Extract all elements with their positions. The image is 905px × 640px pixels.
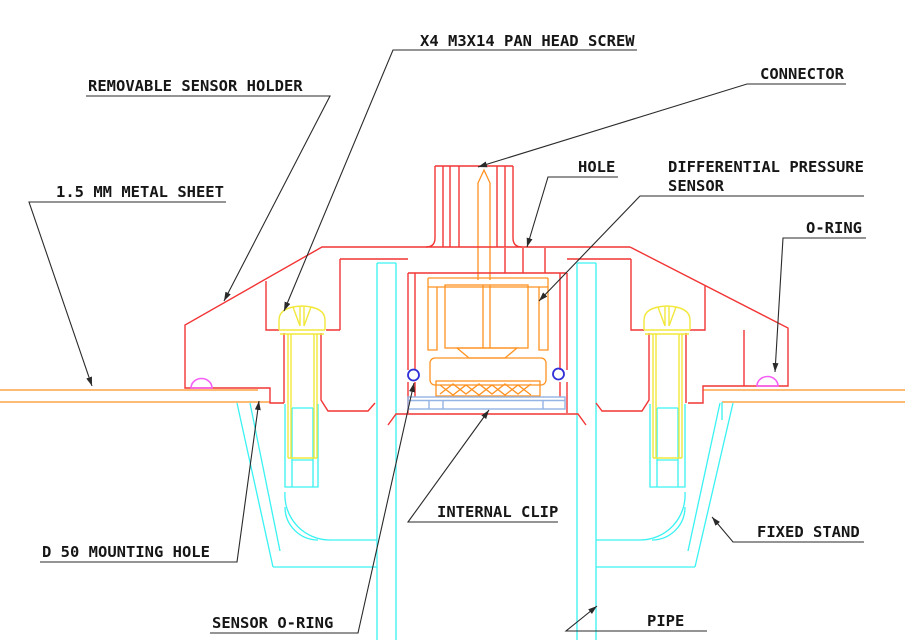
leader-lines — [28, 49, 866, 634]
leader-hole — [526, 176, 618, 248]
pipe-walls — [376, 262, 597, 640]
leader-internal-clip — [406, 409, 558, 523]
sensor-o-ring-right — [552, 367, 565, 381]
differential-pressure-sensor-body — [427, 277, 549, 397]
o-ring-left — [190, 377, 213, 389]
leader-removable-sensor-holder — [86, 95, 331, 302]
o-ring-right — [756, 375, 779, 387]
label-fixed-stand: FIXED STAND — [757, 523, 860, 541]
label-hole: HOLE — [578, 158, 615, 176]
metal-sheet — [0, 389, 905, 403]
label-differential-pressure-sensor-line1: DIFFERENTIAL PRESSURE — [668, 158, 864, 176]
label-metal-sheet: 1.5 MM METAL SHEET — [56, 183, 224, 201]
pan-head-screw-right — [643, 305, 691, 459]
leader-differential-pressure-sensor — [538, 195, 864, 302]
label-removable-sensor-holder: REMOVABLE SENSOR HOLDER — [88, 77, 303, 95]
leader-pan-head-screw — [283, 49, 637, 312]
label-connector: CONNECTOR — [760, 65, 845, 83]
label-pipe: PIPE — [647, 612, 684, 630]
connector-pin — [477, 168, 491, 280]
sensor-o-ring-left — [407, 368, 420, 382]
fixed-stand — [236, 402, 734, 568]
label-sensor-o-ring: SENSOR O-RING — [212, 614, 333, 632]
leader-connector — [477, 83, 846, 168]
label-internal-clip: INTERNAL CLIP — [437, 503, 558, 521]
label-o-ring: O-RING — [806, 219, 862, 237]
leader-o-ring — [772, 237, 866, 373]
pan-head-screw-left — [278, 305, 326, 459]
labels: REMOVABLE SENSOR HOLDER X4 M3X14 PAN HEA… — [42, 32, 864, 632]
leader-fixed-stand — [711, 516, 864, 543]
leader-metal-sheet — [28, 201, 226, 387]
removable-sensor-holder — [184, 165, 789, 426]
label-differential-pressure-sensor-line2: SENSOR — [668, 177, 725, 195]
leader-d50-mounting-hole — [40, 400, 261, 563]
internal-clip — [407, 396, 566, 410]
label-d50-mounting-hole: D 50 MOUNTING HOLE — [42, 543, 210, 561]
leader-sensor-o-ring — [210, 382, 415, 634]
label-pan-head-screw: X4 M3X14 PAN HEAD SCREW — [420, 32, 635, 50]
leader-pipe — [564, 605, 707, 632]
